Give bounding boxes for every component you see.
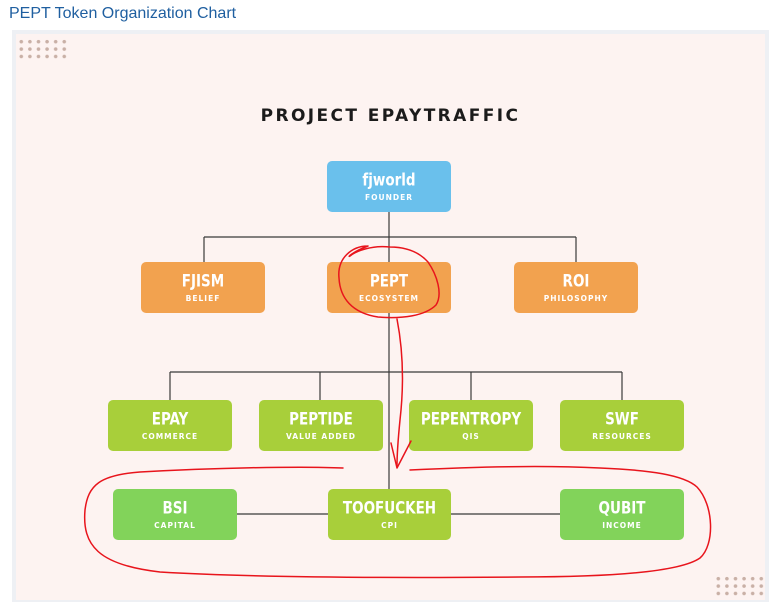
node-toofuckeh[interactable]: TOOFUCKEH CPI <box>328 489 451 540</box>
node-pept[interactable]: PEPT ECOSYSTEM <box>327 262 451 313</box>
node-label: PEPENTROPY <box>420 408 522 429</box>
node-label: fjworld <box>362 169 416 190</box>
annotation-circle-pept <box>338 245 440 319</box>
node-sublabel: FOUNDER <box>365 192 413 202</box>
dot-pattern-decoration-bottom-right <box>714 575 766 597</box>
node-label: QUBIT <box>598 497 646 518</box>
node-qubit[interactable]: QUBIT INCOME <box>560 489 684 540</box>
page-title: PEPT Token Organization Chart <box>9 5 237 22</box>
annotation-arrow-shaft <box>396 318 404 467</box>
node-label: EPAY <box>151 408 189 429</box>
node-sublabel: QIS <box>462 431 480 441</box>
node-sublabel: CPI <box>381 520 398 530</box>
node-label: BSI <box>162 497 188 518</box>
node-sublabel: INCOME <box>602 520 642 530</box>
node-epay[interactable]: EPAY COMMERCE <box>108 400 232 451</box>
node-peptide[interactable]: PEPTIDE VALUE ADDED <box>259 400 383 451</box>
annotation-arrow-head <box>390 440 412 469</box>
dot-pattern-decoration-top-left <box>17 38 69 60</box>
node-sublabel: RESOURCES <box>592 431 652 441</box>
node-label: ROI <box>562 270 590 291</box>
node-label: FJISM <box>181 270 225 291</box>
node-bsi[interactable]: BSI CAPITAL <box>113 489 237 540</box>
node-label: TOOFUCKEH <box>342 497 437 518</box>
node-sublabel: ECOSYSTEM <box>359 293 419 303</box>
node-label: PEPT <box>369 270 409 291</box>
node-fjism[interactable]: FJISM BELIEF <box>141 262 265 313</box>
node-sublabel: CAPITAL <box>154 520 196 530</box>
node-sublabel: VALUE ADDED <box>285 431 357 441</box>
node-label: PEPTIDE <box>289 408 353 429</box>
node-sublabel: COMMERCE <box>141 431 199 441</box>
node-sublabel: PHILOSOPHY <box>543 293 609 303</box>
node-label: SWF <box>605 408 639 429</box>
node-sublabel: BELIEF <box>185 293 221 303</box>
annotation-loop-bottom-tier <box>83 465 712 579</box>
node-swf[interactable]: SWF RESOURCES <box>560 400 684 451</box>
project-title: PROJECT EPAYTRAFFIC <box>260 106 521 126</box>
node-roi[interactable]: ROI PHILOSOPHY <box>514 262 638 313</box>
node-founder[interactable]: fjworld FOUNDER <box>327 161 451 212</box>
node-pepentropy[interactable]: PEPENTROPY QIS <box>409 400 533 451</box>
